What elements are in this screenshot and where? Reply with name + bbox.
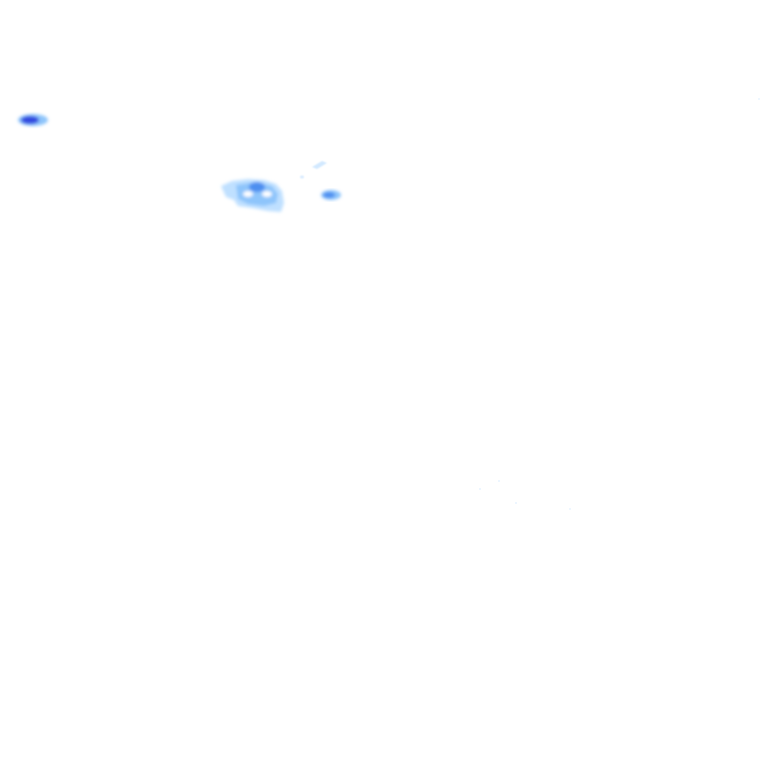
precip-speck bbox=[498, 480, 500, 482]
precip-speck-north bbox=[300, 175, 304, 179]
precip-cell-west-core bbox=[21, 116, 39, 124]
precip-cell-east bbox=[321, 190, 341, 200]
precip-cell-east-core bbox=[323, 192, 335, 198]
precip-cell-central bbox=[221, 179, 284, 212]
precip-specks-southeast bbox=[479, 98, 760, 510]
precip-speck bbox=[479, 488, 481, 490]
precip-speck bbox=[515, 502, 517, 504]
precip-speck bbox=[569, 508, 571, 510]
precip-cell-central-core bbox=[249, 182, 265, 192]
precip-streak-north-shape bbox=[312, 161, 327, 169]
precip-cell-west bbox=[18, 114, 48, 126]
precip-speck bbox=[758, 98, 760, 100]
precip-streak-north bbox=[300, 161, 327, 179]
precip-cell-central-mid bbox=[236, 182, 278, 206]
precip-cell-central-gap-2 bbox=[262, 191, 272, 197]
precip-cell-central-gap-1 bbox=[243, 191, 253, 197]
